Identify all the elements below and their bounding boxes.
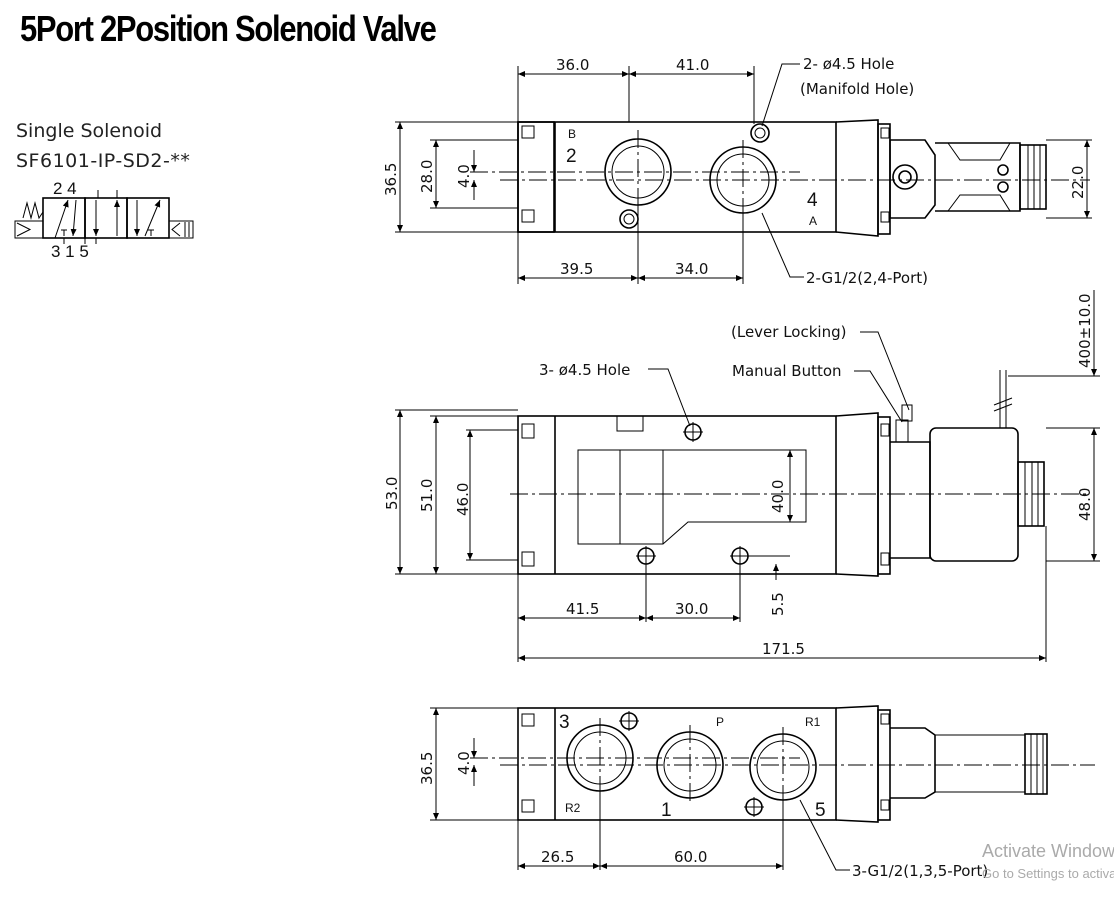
port-label-4: 4 (807, 190, 818, 211)
port-label-p: P (716, 715, 724, 729)
top-view: 36.0 41.0 39.5 34.0 36.5 28.0 4.0 22.0 2… (382, 55, 1092, 287)
dim-400: 400±10.0 (1076, 293, 1094, 368)
spring-icon (22, 201, 44, 220)
port-thread-note-top: 2-G1/2(2,4-Port) (806, 269, 928, 287)
port-label-r1: R1 (805, 715, 821, 729)
port-label-2: 2 (566, 146, 577, 167)
end-cap-left (517, 121, 555, 233)
symbol-bottom-ports: 3 1 5 (51, 242, 89, 261)
connector-screw-icon-2 (997, 181, 1009, 193)
valve-type-label: Single Solenoid (16, 120, 163, 142)
manual-button (895, 419, 909, 443)
symbol-box-mid (84, 197, 128, 239)
side-body-outline (517, 415, 837, 575)
pneumatic-symbol: 2 4 3 1 5 (14, 179, 194, 261)
dim-36-5-bottom: 36.5 (418, 752, 436, 785)
dim-41-0: 41.0 (676, 56, 709, 74)
dim-4-0-bottom: 4.0 (455, 751, 473, 775)
dim-46-0: 46.0 (454, 483, 472, 516)
model-number: SF6101-IP-SD2-** (16, 150, 191, 172)
page-title: 5Port 2Position Solenoid Valve (20, 8, 437, 49)
dim-4-0-top: 4.0 (455, 164, 473, 188)
valve-body-outline (517, 121, 837, 233)
hole-note-side: 3- ø4.5 Hole (539, 361, 630, 379)
dim-51-0: 51.0 (418, 479, 436, 512)
connector-screw-icon (997, 164, 1009, 176)
dim-28-0: 28.0 (418, 160, 436, 193)
watermark-line-1: Activate Windows (982, 841, 1114, 861)
dim-53-0: 53.0 (383, 477, 401, 510)
manifold-hole-1 (750, 123, 770, 143)
end-cap-right (835, 119, 879, 237)
dim-36-0: 36.0 (556, 56, 589, 74)
dim-39-5: 39.5 (560, 260, 593, 278)
spool-outline (577, 449, 807, 545)
port-label-1: 1 (661, 800, 672, 821)
dim-41-5: 41.5 (566, 600, 599, 618)
dim-40-0: 40.0 (769, 480, 787, 513)
dim-5-5: 5.5 (769, 592, 787, 616)
port-label-3: 3 (559, 712, 570, 733)
connector-plug (1019, 144, 1047, 210)
dim-48-0: 48.0 (1076, 488, 1094, 521)
manual-button-note: Manual Button (732, 362, 842, 380)
lever-locking-note: (Lever Locking) (731, 323, 846, 341)
port-label-a: A (809, 214, 817, 228)
symbol-top-ports: 2 4 (53, 179, 77, 198)
bottom-body-outline (517, 707, 837, 821)
manifold-hole-note-2: (Manifold Hole) (800, 80, 914, 98)
solenoid-right-icon (168, 220, 194, 239)
dim-26-5: 26.5 (541, 848, 574, 866)
port-label-r2: R2 (565, 801, 581, 815)
bottom-view: 36.5 4.0 26.5 60.0 3-G1/2(1,3,5-Port) 3 … (418, 705, 1095, 880)
solenoid-coil (889, 139, 936, 219)
lever-lock (901, 404, 913, 422)
dim-171-5: 171.5 (762, 640, 805, 658)
dim-34-0: 34.0 (675, 260, 708, 278)
dim-30-0: 30.0 (675, 600, 708, 618)
dim-22-0: 22.0 (1069, 166, 1087, 199)
manifold-hole-2 (619, 209, 639, 229)
symbol-box-right (126, 197, 170, 239)
connector-bottom (1024, 733, 1048, 795)
manifold-hole-note-1: 2- ø4.5 Hole (803, 55, 894, 73)
port-label-5: 5 (815, 800, 826, 821)
solenoid-left-icon (14, 220, 44, 239)
port-thread-note-bottom: 3-G1/2(1,3,5-Port) (852, 862, 988, 880)
port-label-b: B (568, 127, 576, 141)
side-view: 53.0 51.0 46.0 40.0 48.0 400±10.0 41.5 3… (383, 290, 1100, 662)
cable-icon (999, 370, 1007, 428)
dim-36-5-top: 36.5 (382, 163, 400, 196)
mounting-ear (892, 164, 918, 190)
dim-60-0: 60.0 (674, 848, 707, 866)
watermark-line-2: Go to Settings to activate Windows. (982, 866, 1114, 881)
